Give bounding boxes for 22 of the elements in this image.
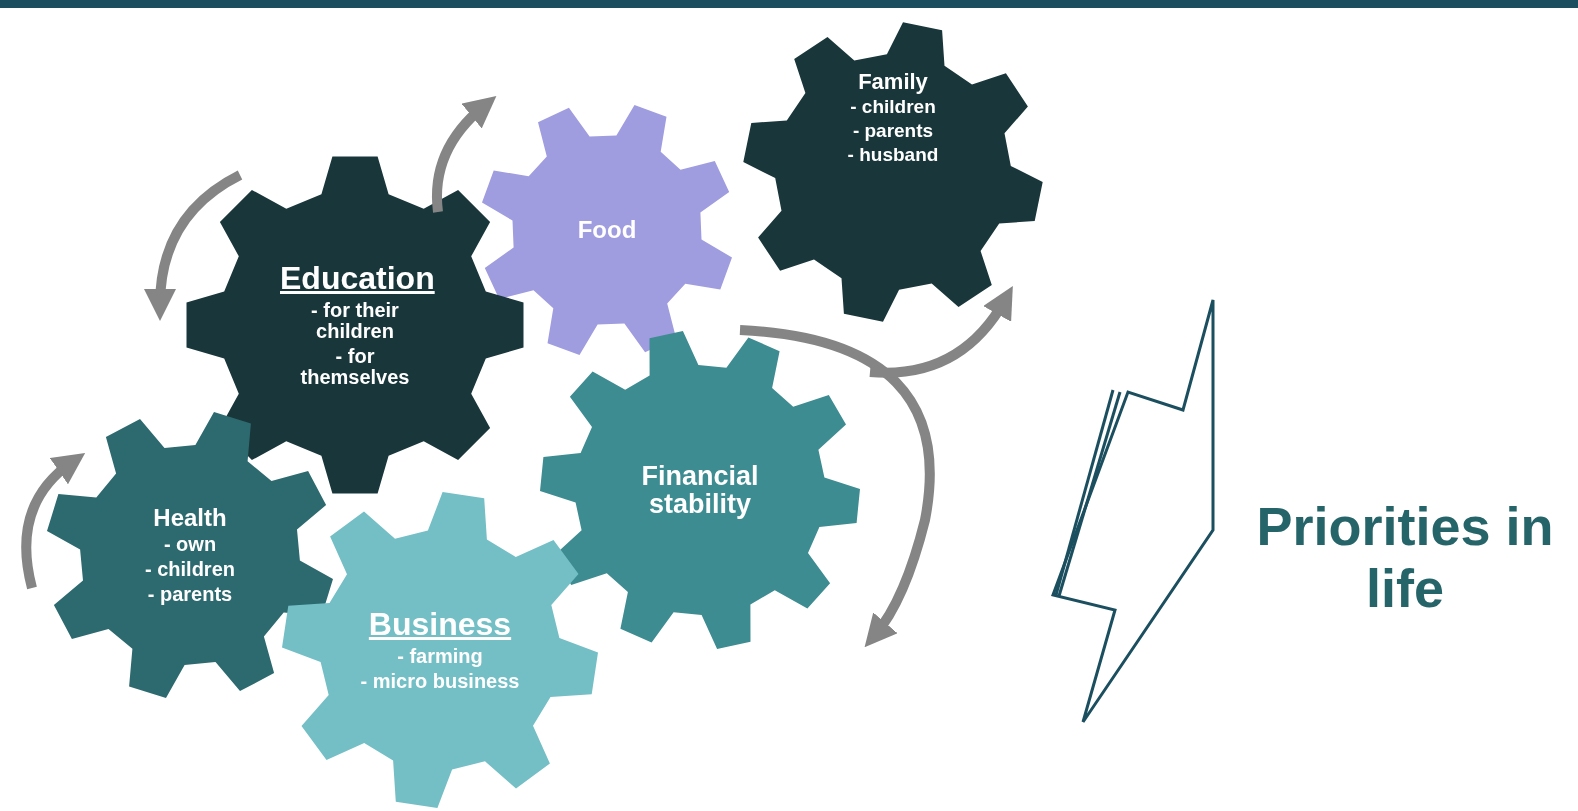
gear-label: - parents — [852, 120, 934, 141]
gear-label: - farming — [397, 645, 483, 667]
gear-label: Food — [577, 217, 637, 243]
gear-heading: Business — [368, 608, 512, 642]
gear — [540, 330, 860, 650]
gear-heading: Family — [858, 69, 928, 93]
gear — [185, 155, 525, 495]
gear — [45, 410, 335, 700]
gear-label: - children — [145, 559, 235, 581]
gear — [743, 22, 1043, 322]
gear-label: - micro business — [360, 670, 520, 692]
gear-heading: Health — [153, 504, 227, 531]
slogan-text: Priorities in life — [1255, 495, 1555, 620]
gear — [282, 492, 598, 808]
gear-label: - parents — [147, 584, 233, 606]
gear-label: - children — [850, 96, 936, 117]
gear-label: - for their children — [310, 299, 400, 342]
gear-label: Financial stability — [640, 461, 760, 519]
gear — [479, 102, 735, 358]
gear-label: - own — [163, 534, 217, 556]
gear-label: - husband — [847, 144, 939, 165]
gear-label: - for themselves — [299, 345, 411, 388]
